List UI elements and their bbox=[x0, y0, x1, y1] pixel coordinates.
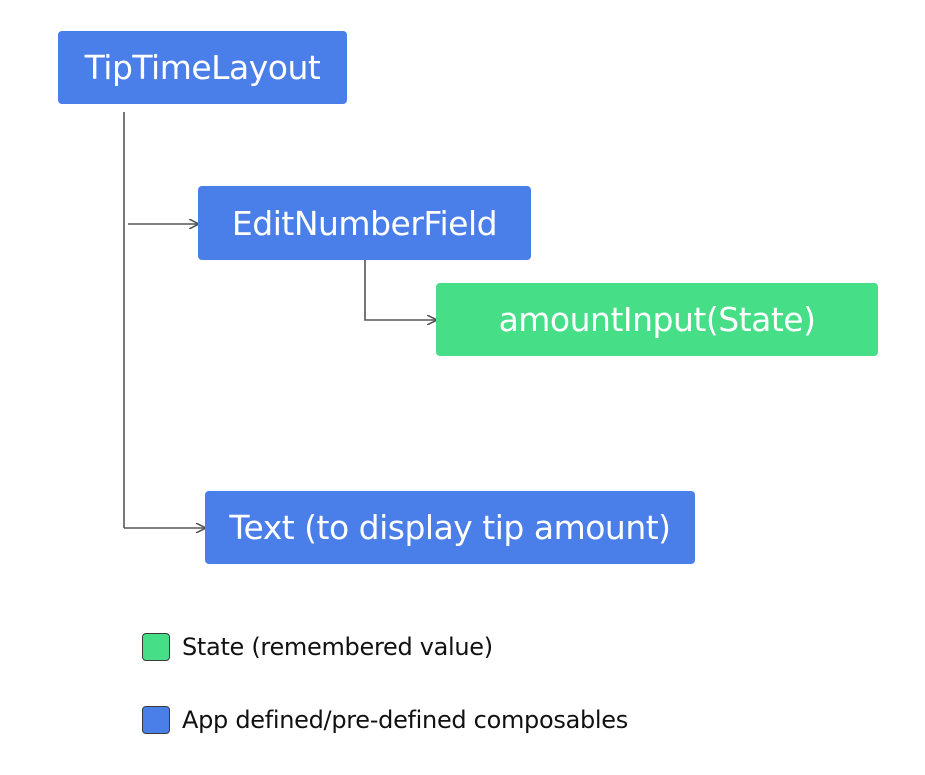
arrow-to-amount-input bbox=[364, 260, 436, 320]
node-edit-number-field: EditNumberField bbox=[198, 186, 531, 260]
node-amount-input-state: amountInput(State) bbox=[436, 283, 878, 356]
legend-label-state: State (remembered value) bbox=[182, 633, 493, 661]
node-tip-time-layout: TipTimeLayout bbox=[58, 31, 347, 104]
legend-label-composables: App defined/pre-defined composables bbox=[182, 706, 628, 734]
legend-item-composables: App defined/pre-defined composables bbox=[142, 706, 628, 734]
node-text-display-tip: Text (to display tip amount) bbox=[205, 491, 695, 564]
legend-swatch-composables bbox=[142, 706, 170, 734]
legend-swatch-state bbox=[142, 633, 170, 661]
legend-item-state: State (remembered value) bbox=[142, 633, 493, 661]
